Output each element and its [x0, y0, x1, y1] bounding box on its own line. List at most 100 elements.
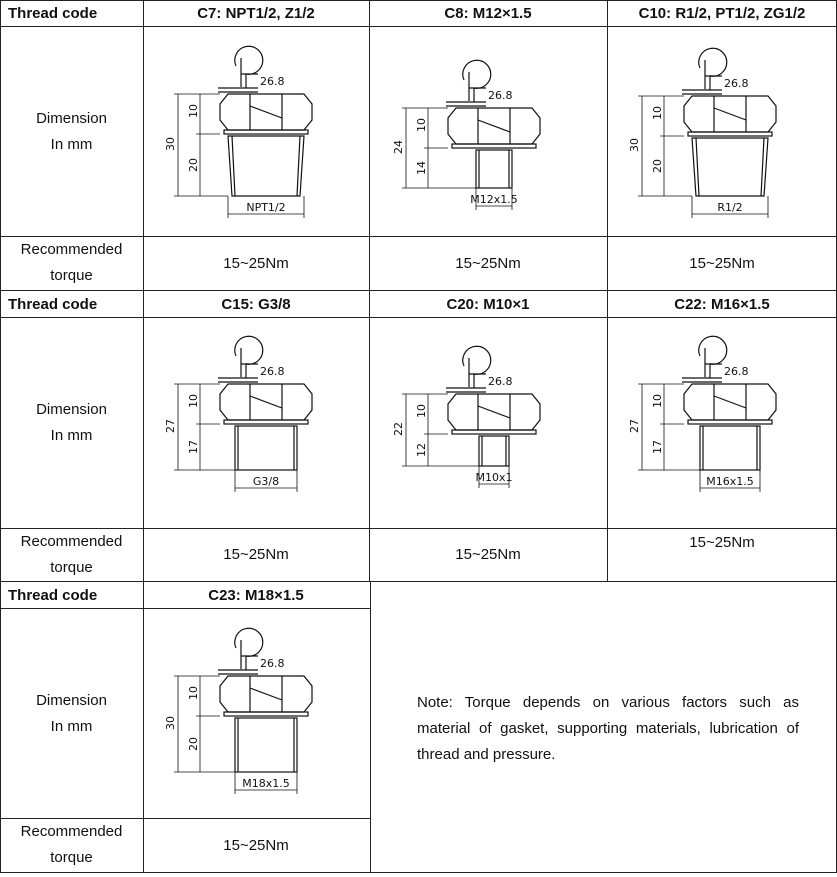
- total-length-label: 22: [392, 422, 405, 436]
- wrench-size-label: 26.8: [260, 365, 285, 378]
- hex-nut: [683, 383, 777, 421]
- wrench-symbol: [218, 45, 264, 93]
- hex-nut: [219, 93, 313, 131]
- wrench-size-label: 26.8: [488, 89, 513, 102]
- wrench-symbol: [682, 335, 728, 383]
- code-id: C10:: [638, 4, 672, 22]
- code-header-c22: C22: M16×1.5: [674, 295, 770, 313]
- hex-height-label: 10: [415, 404, 428, 418]
- total-length-label: 30: [164, 716, 177, 730]
- torque-value-c22: 15~25Nm: [689, 533, 755, 551]
- total-length-label: 24: [392, 140, 405, 154]
- hex-height-label: 10: [187, 104, 200, 118]
- thread-size-label: M18x1.5: [242, 777, 290, 790]
- total-length-label: 27: [628, 419, 641, 433]
- threaded-shank: [227, 135, 305, 197]
- thread-size-label: M16x1.5: [706, 475, 754, 488]
- torque-value-c10: 15~25Nm: [689, 254, 755, 272]
- code-header-c15: C15: G3/8: [221, 295, 291, 313]
- total-length-label: 30: [628, 138, 641, 152]
- thread-size-label: M12x1.5: [470, 193, 518, 206]
- wrench-symbol: [218, 335, 264, 383]
- total-length-label: 27: [164, 419, 177, 433]
- threaded-shank: [699, 425, 761, 471]
- code-id: C7:: [197, 4, 222, 22]
- threaded-shank: [234, 717, 298, 773]
- shank-length-label: 17: [187, 440, 200, 454]
- wrench-symbol: [218, 627, 264, 675]
- hex-height-label: 10: [415, 118, 428, 132]
- thread-size-label: R1/2: [717, 201, 742, 214]
- torque-value-c15: 15~25Nm: [223, 546, 289, 563]
- code-spec: NPT1/2, Z1/2: [225, 4, 315, 22]
- total-length-label: 30: [164, 137, 177, 151]
- dimension-lines: [402, 107, 513, 210]
- torque-value-c20: 15~25Nm: [455, 546, 521, 563]
- code-header-c7: C7: NPT1/2, Z1/2: [143, 0, 369, 26]
- hex-nut: [219, 383, 313, 421]
- threaded-shank: [475, 149, 513, 189]
- thread-code-header: Thread code: [8, 586, 98, 604]
- torque-note: Note: Torque depends on various factors …: [417, 694, 799, 763]
- thread-code-label: Thread code: [8, 4, 98, 22]
- hex-nut: [219, 675, 313, 713]
- wrench-symbol: [682, 47, 728, 95]
- torque-value-c8: 15~25Nm: [455, 254, 521, 272]
- code-header-c10: C10: R1/2, PT1/2, ZG1/2: [607, 0, 837, 26]
- wrench-size-label: 26.8: [260, 657, 285, 670]
- wrench-symbol: [446, 59, 492, 107]
- shank-length-label: 12: [415, 443, 428, 457]
- shank-length-label: 17: [651, 440, 664, 454]
- code-header-c23: C23: M18×1.5: [208, 586, 304, 604]
- wrench-size-label: 26.8: [260, 75, 285, 88]
- dimension-lines: [638, 95, 769, 218]
- torque-value-c7: 15~25Nm: [223, 254, 289, 272]
- threaded-shank: [691, 137, 769, 197]
- thread-size-label: NPT1/2: [246, 201, 285, 214]
- hex-height-label: 10: [187, 394, 200, 408]
- thread-code-header: Thread code: [8, 295, 98, 313]
- shank-length-label: 14: [415, 161, 428, 175]
- thread-size-label: G3/8: [253, 475, 279, 488]
- code-header-c8: C8: M12×1.5: [369, 0, 607, 26]
- hex-height-label: 10: [651, 394, 664, 408]
- hex-height-label: 10: [187, 686, 200, 700]
- dimension-lines: [174, 383, 298, 492]
- wrench-size-label: 26.8: [724, 77, 749, 90]
- dimension-lines: [638, 383, 761, 492]
- wrench-symbol: [446, 345, 492, 393]
- code-spec: R1/2, PT1/2, ZG1/2: [675, 4, 806, 22]
- shank-length-label: 20: [187, 737, 200, 751]
- code-id: C8:: [444, 4, 469, 22]
- code-spec: M12×1.5: [472, 4, 532, 22]
- hex-nut: [683, 95, 777, 133]
- hex-height-label: 10: [651, 106, 664, 120]
- hex-nut: [447, 393, 541, 431]
- code-header-c20: C20: M10×1: [446, 295, 530, 313]
- shank-length-label: 20: [651, 159, 664, 173]
- dimension-lines: [174, 675, 298, 794]
- hex-nut: [447, 107, 541, 145]
- threaded-shank: [478, 435, 510, 467]
- dimension-lines: [402, 393, 510, 488]
- shank-length-label: 20: [187, 158, 200, 172]
- threaded-shank: [234, 425, 298, 471]
- dimension-lines: [174, 93, 305, 218]
- wrench-size-label: 26.8: [724, 365, 749, 378]
- torque-value-c23: 15~25Nm: [223, 836, 289, 854]
- thread-size-label: M10x1: [476, 471, 513, 484]
- wrench-size-label: 26.8: [488, 375, 513, 388]
